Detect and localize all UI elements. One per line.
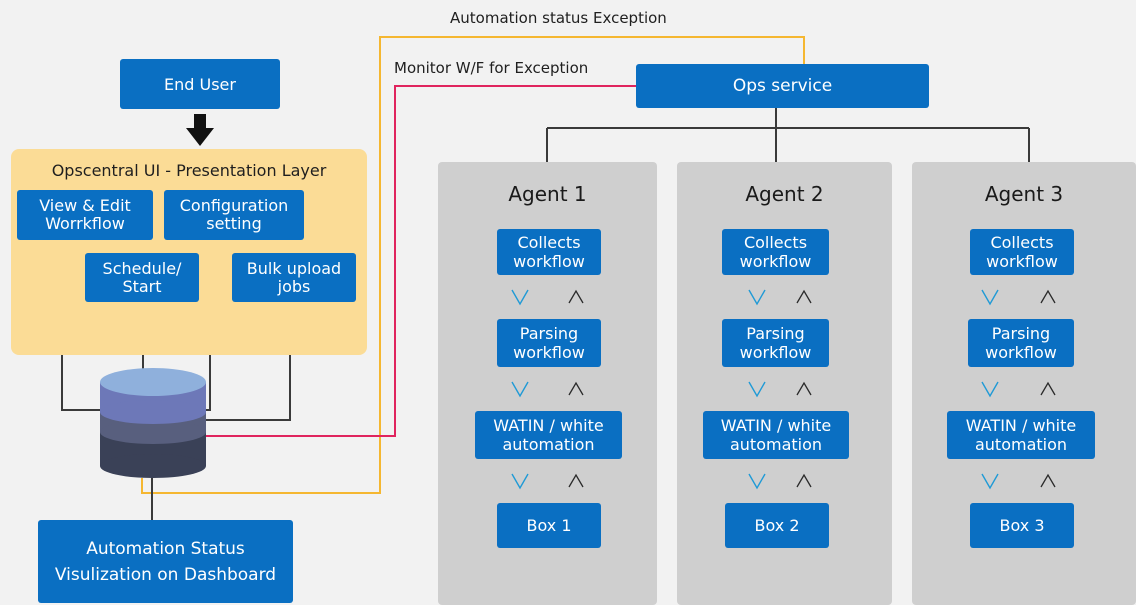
watin-automation-box: WATIN / white automation xyxy=(475,411,622,459)
presentation-layer-title: Opscentral UI - Presentation Layer xyxy=(51,161,327,180)
chevron-down-icon xyxy=(748,289,766,306)
end-user-box: End User xyxy=(120,59,280,109)
collects-workflow-box: Collects workflow xyxy=(497,229,601,275)
chevron-up-icon xyxy=(1040,473,1056,488)
schedule-start-box: Schedule/ Start xyxy=(85,253,199,302)
chevron-down-icon xyxy=(748,381,766,398)
automation-status-label: Automation status Exception xyxy=(450,9,667,27)
parsing-workflow-box: Parsing workflow xyxy=(497,319,601,367)
chevron-down-icon xyxy=(511,289,529,306)
bulk-upload-jobs-box: Bulk upload jobs xyxy=(232,253,356,302)
view-edit-workflow-box: View & Edit Worrkflow xyxy=(17,190,153,240)
dashboard-box: Automation Status Visulization on Dashbo… xyxy=(38,520,293,603)
ops-service-box: Ops service xyxy=(636,64,929,108)
collects-workflow-box: Collects workflow xyxy=(722,229,829,275)
chevron-down-icon xyxy=(981,473,999,490)
collects-workflow-box: Collects workflow xyxy=(970,229,1074,275)
presentation-layer xyxy=(11,149,367,355)
ops-service-tree xyxy=(546,108,1030,162)
box-target: Box 1 xyxy=(497,503,601,548)
chevron-up-icon xyxy=(1040,289,1056,304)
box-target: Box 3 xyxy=(970,503,1074,548)
chevron-up-icon xyxy=(796,381,812,396)
watin-automation-box: WATIN / white automation xyxy=(947,411,1095,459)
chevron-up-icon xyxy=(1040,381,1056,396)
monitor-wf-line xyxy=(205,85,636,437)
agent-title: Agent 2 xyxy=(745,182,824,206)
automation-status-line xyxy=(141,36,805,494)
chevron-up-icon xyxy=(568,473,584,488)
parsing-workflow-box: Parsing workflow xyxy=(722,319,829,367)
agent-title: Agent 1 xyxy=(508,182,587,206)
monitor-wf-label: Monitor W/F for Exception xyxy=(394,59,589,77)
chevron-down-icon xyxy=(981,381,999,398)
chevron-down-icon xyxy=(748,473,766,490)
configuration-setting-box: Configuration setting xyxy=(164,190,304,240)
watin-automation-box: WATIN / white automation xyxy=(703,411,849,459)
chevron-up-icon xyxy=(796,289,812,304)
chevron-down-icon xyxy=(981,289,999,306)
chevron-down-icon xyxy=(511,381,529,398)
agent-title: Agent 3 xyxy=(984,182,1064,206)
parsing-workflow-box: Parsing workflow xyxy=(968,319,1074,367)
chevron-down-icon xyxy=(511,473,529,490)
down-arrow-icon xyxy=(186,114,214,146)
box-target: Box 2 xyxy=(725,503,829,548)
chevron-up-icon xyxy=(796,473,812,488)
chevron-up-icon xyxy=(568,381,584,396)
database-icon xyxy=(100,368,206,478)
chevron-up-icon xyxy=(568,289,584,304)
